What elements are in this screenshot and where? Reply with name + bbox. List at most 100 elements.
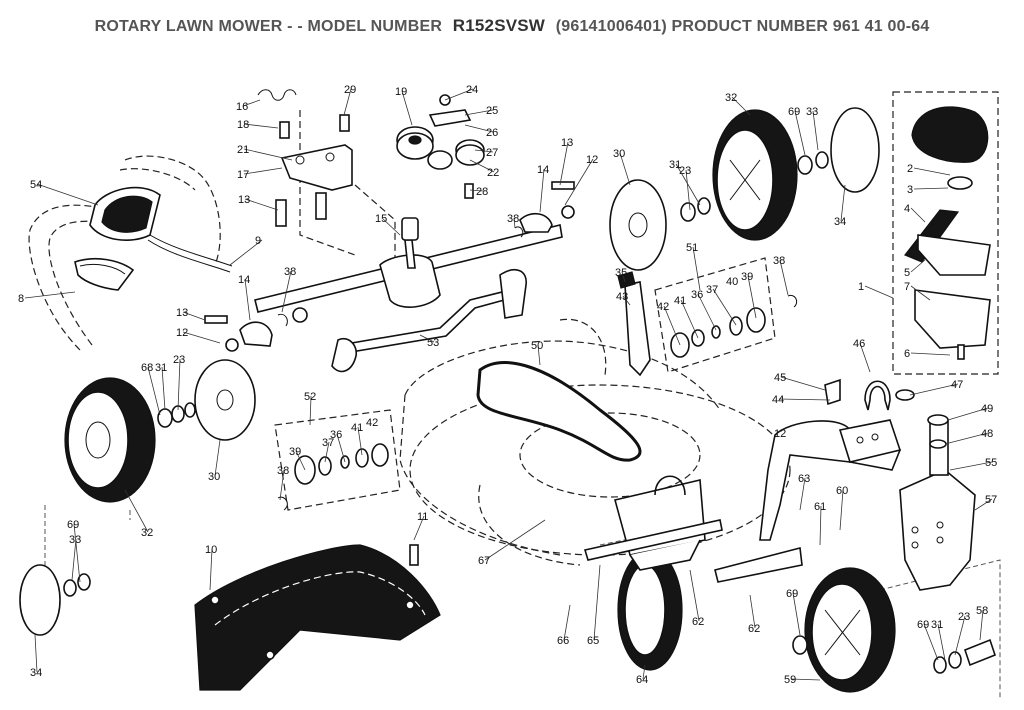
front-height-bracket	[759, 378, 915, 541]
part-number-label: 33	[69, 534, 81, 546]
leader-line	[309, 395, 312, 426]
leader-line	[840, 184, 846, 222]
part-number-label: 3	[907, 184, 913, 196]
part-number-label: 7	[904, 281, 910, 293]
part-number-label: 49	[981, 403, 993, 415]
leader-line	[799, 477, 806, 511]
part-number-label: 34	[834, 216, 846, 228]
leader-line	[464, 124, 494, 133]
part-number-label: 8	[18, 293, 24, 305]
part-number-label: 45	[774, 372, 786, 384]
part-number-label: 36	[330, 429, 342, 441]
leader-line	[343, 88, 352, 116]
part-number-label: 63	[798, 473, 810, 485]
part-number-label: 38	[277, 465, 289, 477]
part-number-label: 69	[786, 588, 798, 600]
part-number-label: 39	[289, 446, 301, 458]
part-number-label: 42	[657, 301, 669, 313]
handle-grip-pad	[101, 195, 153, 233]
part-number-label: 21	[237, 144, 249, 156]
part-number-label: 18	[237, 119, 249, 131]
leader-line	[229, 239, 263, 266]
leader-line	[621, 271, 626, 283]
part-number-label: 29	[344, 84, 356, 96]
leader-line	[559, 141, 569, 186]
part-number-label: 40	[726, 276, 738, 288]
part-number-label: 41	[351, 422, 363, 434]
part-number-label: 55	[985, 457, 997, 469]
leader-line	[324, 441, 330, 463]
leader-line	[469, 189, 484, 192]
part-number-label: 38	[773, 255, 785, 267]
part-number-label: 31	[155, 362, 167, 374]
leader-line	[539, 168, 545, 213]
leader-line	[954, 615, 966, 656]
part-number-label: 54	[30, 179, 42, 191]
part-number-label: 16	[236, 101, 248, 113]
part-number-label: 22	[487, 167, 499, 179]
leader-line	[794, 110, 806, 156]
leader-line	[642, 664, 646, 680]
part-number-label: 62	[748, 623, 760, 635]
leader-line	[747, 275, 757, 319]
part-number-label: 37	[706, 284, 718, 296]
part-number-label: 58	[976, 605, 988, 617]
height-bracket	[257, 89, 353, 227]
part-number-label: 27	[486, 147, 498, 159]
model-number: R152SVSW	[452, 16, 546, 35]
part-number-label: 4	[904, 203, 910, 215]
leader-line	[564, 158, 594, 206]
part-number-label: 60	[836, 485, 848, 497]
part-number-label: 26	[486, 127, 498, 139]
leader-line	[34, 634, 38, 673]
part-number-label: 15	[375, 213, 387, 225]
front-wheel	[792, 567, 996, 693]
leader-line	[913, 167, 951, 176]
leader-line	[214, 439, 221, 477]
part-number-label: 57	[985, 494, 997, 506]
leader-line	[24, 291, 76, 299]
leader-line	[469, 159, 495, 173]
part-number-label: 30	[613, 148, 625, 160]
leader-line	[593, 564, 601, 641]
part-number-label: 5	[904, 267, 910, 279]
leader-line	[910, 207, 926, 223]
leader-line	[182, 331, 221, 344]
part-number-label: 13	[238, 194, 250, 206]
leader-line	[124, 489, 149, 533]
leader-line	[357, 426, 363, 456]
hubcap-34	[19, 564, 91, 636]
leader-line	[177, 358, 181, 411]
leader-line	[619, 152, 631, 186]
part-number-label: 13	[176, 307, 188, 319]
leader-line	[910, 259, 926, 273]
leader-line	[979, 609, 984, 641]
part-number-label: 42	[366, 417, 378, 429]
leader-line	[281, 270, 292, 313]
leader-line	[242, 99, 261, 107]
leader-line	[780, 376, 826, 391]
title-text: ROTARY LAWN MOWER - - MODEL NUMBER	[94, 18, 443, 35]
part-number-label: 38	[284, 266, 296, 278]
leader-line	[937, 623, 946, 661]
part-number-label: 19	[395, 86, 407, 98]
leader-line	[859, 342, 871, 373]
leader-line	[474, 149, 494, 153]
part-number-label: 46	[853, 338, 865, 350]
leader-line	[949, 461, 993, 471]
leader-line	[680, 299, 699, 339]
leader-line	[419, 334, 435, 343]
leader-line	[944, 432, 989, 445]
leader-line	[923, 623, 939, 661]
leader-line	[71, 538, 77, 581]
leader-line	[909, 383, 959, 396]
leader-line	[839, 489, 844, 531]
leader-line	[147, 366, 161, 416]
part-number-label: 53	[427, 337, 439, 349]
leader-line	[401, 90, 413, 126]
part-number-label: 43	[616, 291, 628, 303]
rear-wheel-right	[609, 107, 880, 271]
part-number-label: 62	[692, 616, 704, 628]
leader-line	[689, 569, 700, 622]
